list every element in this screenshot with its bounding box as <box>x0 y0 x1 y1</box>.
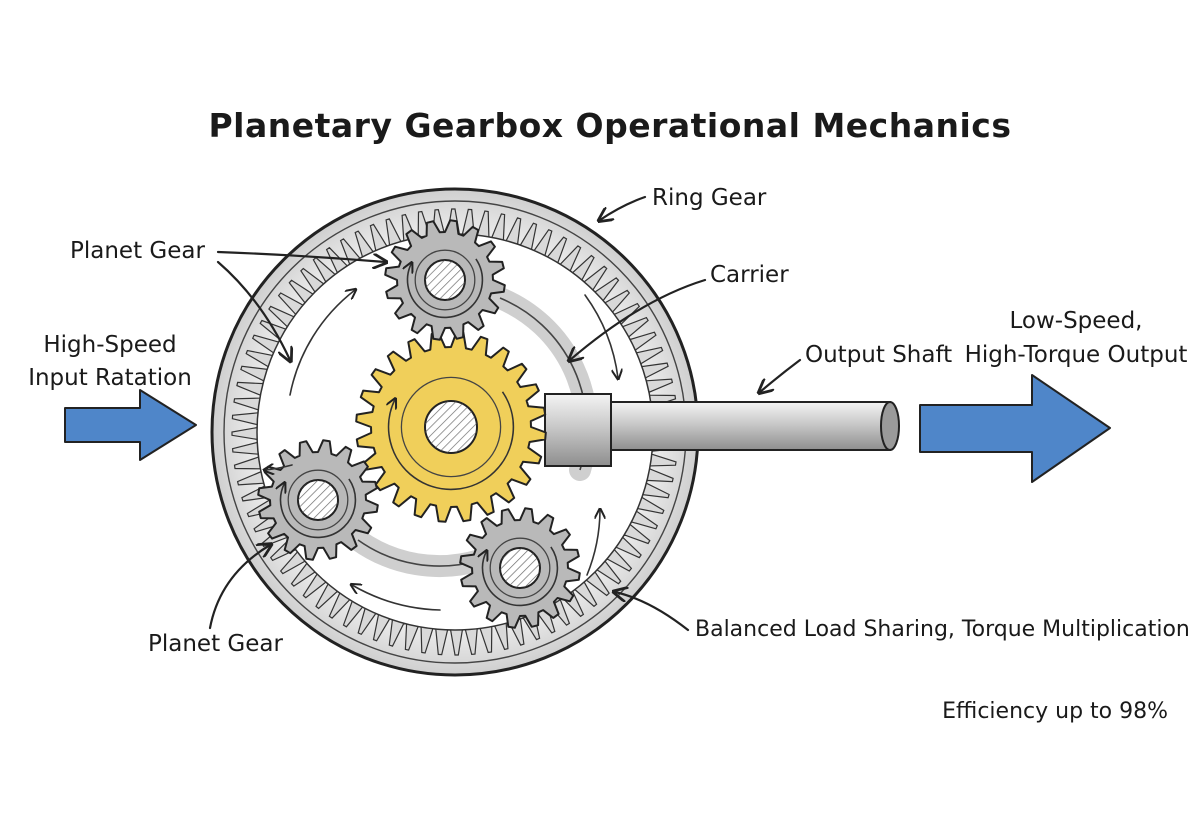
rotation-arrows <box>265 290 618 611</box>
label-carrier: Carrier <box>710 262 789 288</box>
label-output-line2: High-Torque Output <box>965 342 1188 368</box>
label-load-sharing: Balanced Load Sharing, Torque Multiplica… <box>695 617 1190 642</box>
diagram-title: Planetary Gearbox Operational Mechanics <box>208 106 1011 145</box>
label-output-line1: Low-Speed, <box>1009 308 1142 334</box>
label-planet-gear-bottom: Planet Gear <box>148 631 283 657</box>
sun-gear <box>355 331 547 523</box>
leader-carrier <box>570 278 707 360</box>
input-arrow <box>64 389 197 461</box>
label-planet-gear-top: Planet Gear <box>70 238 205 264</box>
label-efficiency: Efficiency up to 98% <box>942 699 1168 724</box>
output-shaft <box>544 393 900 467</box>
output-arrow <box>919 374 1111 483</box>
leader-planet-gear-bottom <box>208 545 270 630</box>
label-input-line2: Input Ratation <box>28 365 192 391</box>
leader-ring-gear <box>600 195 647 220</box>
label-ring-gear: Ring Gear <box>652 185 767 211</box>
label-output-shaft: Output Shaft <box>805 342 952 368</box>
planet-gear-top <box>384 219 506 341</box>
leader-output-shaft <box>760 358 802 392</box>
label-input-line1: High-Speed <box>43 332 176 358</box>
leader-planet-gear-side <box>216 260 290 360</box>
leader-planet-gear-top <box>216 250 385 262</box>
planet-gear-bottom <box>459 507 581 629</box>
planet-gear-left <box>257 439 379 561</box>
leader-load-sharing <box>615 592 690 632</box>
